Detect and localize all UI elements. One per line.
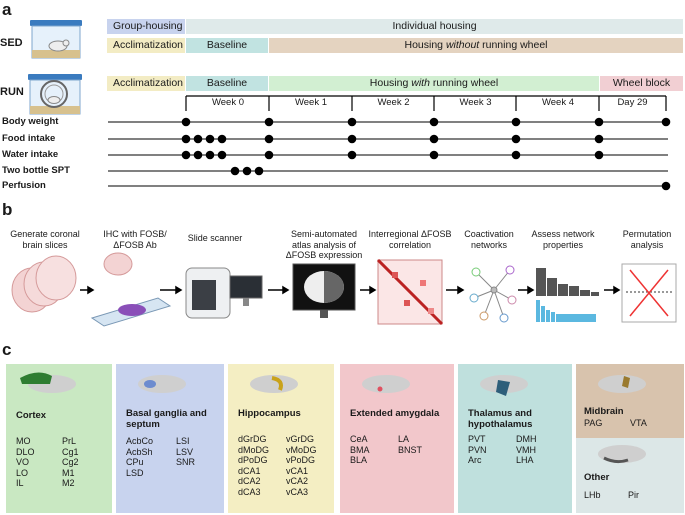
- region-other: Other LHb Pir: [576, 438, 684, 513]
- run-label: RUN: [0, 86, 24, 98]
- sed-cage-illustration: [30, 20, 82, 59]
- thalamus-list-1: PVT PVN Arc: [468, 434, 487, 465]
- week-4-label: Week 4: [541, 97, 575, 108]
- basal-list-1: AcbCo AcbSh CPu LSD: [126, 436, 154, 478]
- sed-acclimatization-bar: Acclimatization: [107, 38, 185, 53]
- cortex-title: Cortex: [16, 410, 47, 421]
- run-cage-illustration: [28, 74, 82, 115]
- panel-c-letter: c: [2, 340, 12, 359]
- amygdala-list-2: LA BNST: [398, 434, 423, 455]
- permutation-plot-icon: [621, 263, 677, 323]
- run-acclimatization-bar: Acclimatization: [107, 76, 185, 91]
- cortex-brain-icon: [20, 372, 76, 393]
- run-housing-with-bar: Housing with running wheel: [269, 76, 599, 91]
- hippocampus-list-1: dGrDG dMoDG dPoDG dCA1 dCA2 dCA3: [238, 434, 270, 497]
- pipeline-illustration: [11, 252, 677, 327]
- brain-slices-icon: [11, 255, 77, 313]
- region-hippocampus: Hippocampus dGrDG dMoDG dPoDG dCA1 dCA2 …: [228, 364, 334, 513]
- other-title: Other: [584, 472, 610, 483]
- week-3-label: Week 3: [459, 97, 492, 108]
- network-graph-icon: [469, 265, 517, 323]
- region-thalamus: Thalamus and hypothalamus PVT PVN Arc DM…: [458, 364, 572, 513]
- amygdala-brain-icon: [362, 375, 410, 393]
- amygdala-list-1: CeA BMA BLA: [350, 434, 370, 465]
- hippocampus-list-2: vGrDG vMoDG vPoDG vCA1 vCA2 vCA3: [286, 434, 317, 497]
- correlation-heatmap-icon: [376, 258, 444, 326]
- step-permutation: Permutation analysis: [622, 229, 672, 250]
- sed-baseline-bar: Baseline: [186, 38, 268, 53]
- other-list-2: Pir: [628, 490, 639, 500]
- thalamus-list-2: DMH VMH LHA: [516, 434, 537, 465]
- ihc-slide-icon: [90, 252, 172, 327]
- step-slide-scanner: Slide scanner: [187, 233, 243, 243]
- row-water-intake: Water intake: [2, 149, 59, 160]
- thalamus-brain-icon: [480, 375, 528, 396]
- panel-b-letter: b: [2, 200, 13, 219]
- hippocampus-brain-icon: [250, 375, 298, 393]
- cortex-list-1: MO DLO VO LO IL: [16, 436, 35, 488]
- cortex-list-2: PrL Cg1 Cg2 M1 M2: [62, 436, 79, 488]
- step-correlation: Interregional ΔFOSB correlation: [368, 229, 452, 250]
- sed-label: SED: [0, 37, 23, 49]
- region-extended-amygdala: Extended amygdala CeA BMA BLA LA BNST: [340, 364, 454, 513]
- week-1-label: Week 1: [294, 97, 328, 108]
- basal-title: Basal ganglia and septum: [126, 408, 207, 430]
- day-29-label: Day 29: [617, 97, 648, 108]
- basal-list-2: LSI LSV SNR: [176, 436, 196, 467]
- pipeline-arrows: [80, 285, 621, 295]
- step-coactivation: Coactivation networks: [464, 229, 514, 250]
- network-properties-bars-icon: [536, 268, 599, 322]
- midbrain-brain-icon: [598, 375, 646, 393]
- thalamus-title: Thalamus and hypothalamus: [468, 408, 533, 430]
- step-generate-slices: Generate coronal brain slices: [10, 229, 80, 250]
- row-food-intake: Food intake: [2, 133, 56, 144]
- region-cortex: Cortex MO DLO VO LO IL PrL Cg1 Cg2 M1 M2: [6, 364, 112, 513]
- row-perfusion: Perfusion: [2, 180, 46, 191]
- row-body-weight: Body weight: [2, 116, 59, 127]
- midbrain-title: Midbrain: [584, 406, 624, 417]
- week-2-label: Week 2: [377, 97, 410, 108]
- step-atlas-analysis: Semi-automated atlas analysis of ΔFOSB e…: [285, 229, 363, 260]
- region-midbrain: Midbrain PAG VTA: [576, 364, 684, 438]
- amygdala-title: Extended amygdala: [350, 408, 440, 419]
- sed-group-housing-bar: Group-housing: [107, 19, 185, 34]
- week-0-label: Week 0: [211, 97, 245, 108]
- other-list-1: LHb: [584, 490, 601, 500]
- row-two-bottle-spt: Two bottle SPT: [2, 165, 70, 176]
- panel-a-letter: a: [2, 0, 12, 19]
- timeline-chart: [108, 95, 671, 191]
- sed-individual-housing-bar: Individual housing: [186, 19, 683, 34]
- atlas-monitor-icon: [292, 263, 356, 318]
- midbrain-list-1: PAG: [584, 418, 603, 428]
- slide-scanner-icon: [185, 267, 263, 319]
- region-basal-ganglia: Basal ganglia and septum AcbCo AcbSh CPu…: [116, 364, 224, 513]
- sed-housing-without-bar: Housing without running wheel: [269, 38, 683, 53]
- run-wheel-block-bar: Wheel block: [600, 76, 683, 91]
- step-ihc: IHC with FOSB/ ΔFOSB Ab: [103, 229, 167, 250]
- hippocampus-title: Hippocampus: [238, 408, 301, 419]
- other-brain-icon: [598, 445, 646, 464]
- run-baseline-bar: Baseline: [186, 76, 268, 91]
- basal-brain-icon: [138, 375, 186, 393]
- step-network-properties: Assess network properties: [531, 229, 595, 250]
- midbrain-list-2: VTA: [630, 418, 647, 428]
